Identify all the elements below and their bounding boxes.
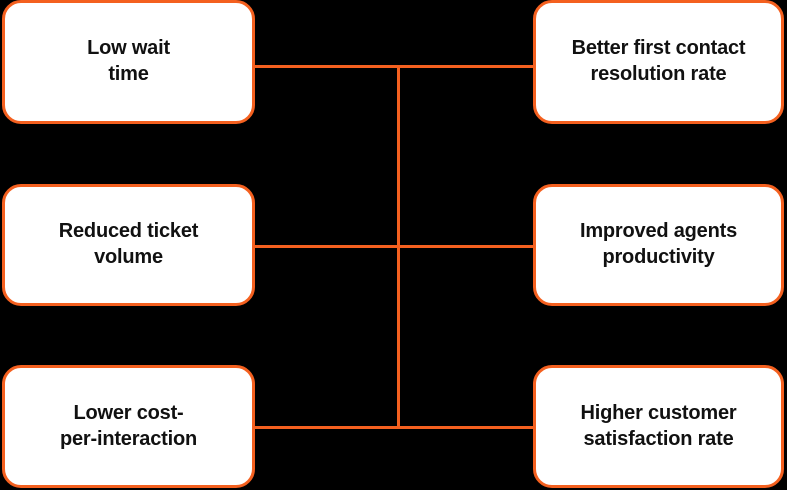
node-reduced-ticket-volume[interactable]: Reduced ticket volume — [2, 184, 255, 306]
node-improved-agents-productivity[interactable]: Improved agents productivity — [533, 184, 784, 306]
node-low-wait-time[interactable]: Low wait time — [2, 0, 255, 124]
node-label: Low wait time — [87, 37, 170, 85]
connector-row-3-horizontal — [255, 426, 533, 429]
node-lower-cost-per-interaction[interactable]: Lower cost- per-interaction — [2, 365, 255, 488]
connector-vertical-spine — [397, 65, 400, 429]
node-higher-customer-satisfaction[interactable]: Higher customer satisfaction rate — [533, 365, 784, 488]
node-label: Reduced ticket volume — [58, 220, 199, 268]
node-label: Improved agents productivity — [579, 220, 738, 268]
node-label: Higher customer satisfaction rate — [580, 401, 737, 450]
connector-row-2-horizontal — [255, 245, 533, 248]
node-better-first-contact-resolution[interactable]: Better first contact resolution rate — [533, 0, 784, 124]
node-label: Better first contact resolution rate — [571, 37, 746, 85]
node-label: Lower cost- per-interaction — [59, 401, 198, 450]
connector-row-1-horizontal — [255, 65, 533, 68]
